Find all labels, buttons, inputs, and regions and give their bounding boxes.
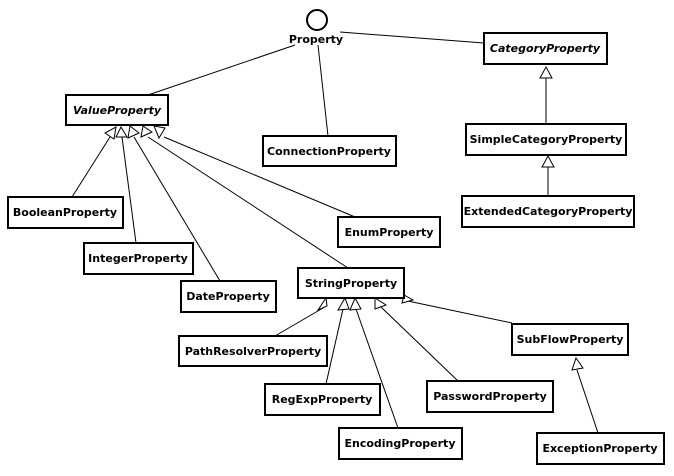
edge-exception-subflow — [576, 369, 599, 434]
arrowhead-string-4 — [374, 297, 388, 310]
class-label: CategoryProperty — [490, 42, 601, 55]
class-passwordproperty[interactable]: PasswordProperty — [426, 380, 554, 413]
edge-boolean-value — [71, 136, 111, 198]
arrowhead-value-4 — [140, 125, 154, 138]
arrowhead-value-5 — [153, 125, 166, 140]
edge-integer-value — [121, 136, 137, 244]
edge-encoding-string — [355, 308, 399, 429]
class-label: BooleanProperty — [13, 206, 117, 219]
class-encodingproperty[interactable]: EncodingProperty — [338, 427, 463, 460]
edge-regexp-string — [325, 308, 344, 385]
class-enumproperty[interactable]: EnumProperty — [337, 216, 441, 248]
class-connectionproperty[interactable]: ConnectionProperty — [262, 135, 397, 167]
class-valueproperty[interactable]: ValueProperty — [65, 94, 169, 126]
edge-date-value — [133, 136, 221, 282]
edge-string-value — [147, 136, 349, 269]
class-label: PasswordProperty — [433, 390, 547, 403]
edge-subflow-string — [402, 299, 513, 324]
edge-enum-value — [163, 136, 356, 218]
edge-pathresolver-string — [274, 307, 324, 337]
arrowhead-value-2 — [115, 125, 128, 138]
class-subflowproperty[interactable]: SubFlowProperty — [511, 323, 629, 356]
arrowhead-value-1 — [104, 126, 117, 140]
class-label: SimpleCategoryProperty — [470, 133, 623, 146]
class-label: StringProperty — [305, 277, 397, 290]
class-extendedcategoryproperty[interactable]: ExtendedCategoryProperty — [461, 195, 635, 228]
arrowhead-category — [539, 65, 553, 79]
class-dateproperty[interactable]: DateProperty — [180, 280, 277, 313]
class-simplecategoryproperty[interactable]: SimpleCategoryProperty — [465, 123, 627, 156]
class-exceptionproperty[interactable]: ExceptionProperty — [536, 432, 665, 465]
class-booleanproperty[interactable]: BooleanProperty — [7, 196, 124, 229]
class-label: EncodingProperty — [344, 437, 455, 450]
arrowhead-subflow — [571, 356, 584, 371]
property-interface-icon — [306, 9, 328, 31]
class-label: IntegerProperty — [88, 252, 188, 265]
arrowhead-string-3 — [349, 296, 362, 311]
class-label: ValueProperty — [73, 104, 162, 117]
arrowhead-string-1 — [316, 296, 328, 312]
class-stringproperty[interactable]: StringProperty — [297, 267, 405, 299]
class-label: ConnectionProperty — [267, 145, 391, 158]
class-regexpproperty[interactable]: RegExpProperty — [264, 383, 381, 416]
edge-property-categoryproperty — [339, 31, 485, 44]
class-label: ExtendedCategoryProperty — [464, 205, 633, 218]
class-categoryproperty[interactable]: CategoryProperty — [483, 32, 608, 65]
class-label: PathResolverProperty — [185, 345, 321, 358]
class-label: ExceptionProperty — [542, 442, 657, 455]
arrowhead-value-3 — [127, 125, 140, 139]
class-label: SubFlowProperty — [517, 333, 624, 346]
edge-property-connectionproperty — [317, 44, 329, 137]
edge-property-valueproperty — [144, 44, 296, 97]
class-integerproperty[interactable]: IntegerProperty — [83, 242, 194, 275]
edge-password-string — [380, 306, 459, 382]
class-label: EnumProperty — [345, 226, 434, 239]
class-label: DateProperty — [186, 290, 270, 303]
class-label: RegExpProperty — [272, 393, 373, 406]
property-interface-label: Property — [289, 33, 343, 46]
arrowhead-simplecategory — [541, 154, 555, 168]
arrowhead-string-2 — [337, 296, 350, 311]
class-pathresolverproperty[interactable]: PathResolverProperty — [178, 335, 328, 367]
